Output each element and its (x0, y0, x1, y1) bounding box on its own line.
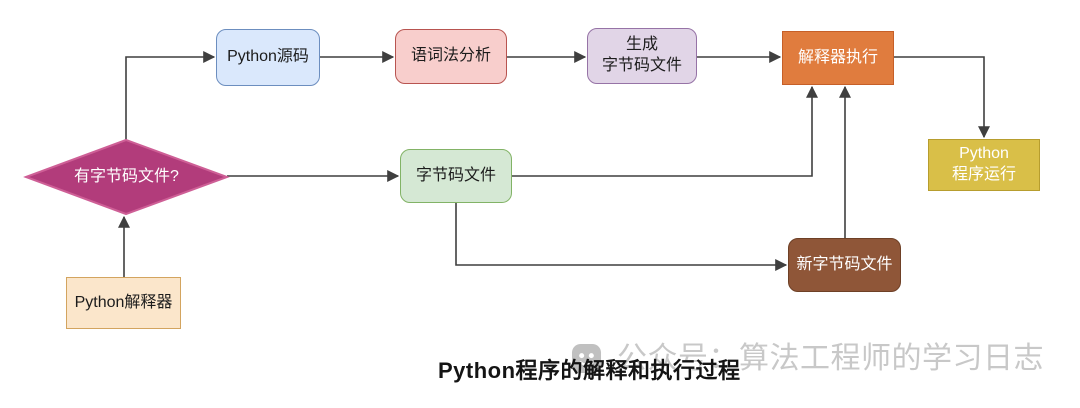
diagram-title: Python程序的解释和执行过程 (438, 358, 741, 383)
edge-bytecode-to-newbytecode (455, 203, 788, 271)
edge-bytecode-to-exec (512, 85, 818, 177)
edge-decision-to-source (125, 51, 216, 140)
node-generate-bytecode: 生成 字节码文件 (587, 28, 697, 84)
edge-exec-to-run (894, 56, 990, 139)
watermark-text: 公众号：算法工程师的学习日志 (617, 341, 1044, 375)
node-python-run: Python 程序运行 (928, 139, 1040, 191)
node-lexical-analysis: 语词法分析 (395, 29, 507, 84)
node-bytecode-file: 字节码文件 (400, 149, 512, 203)
node-python-source: Python源码 (216, 29, 320, 86)
smiley-face-icon (571, 343, 602, 374)
node-new-bytecode-file: 新字节码文件 (788, 238, 901, 292)
node-interpreter-exec: 解释器执行 (782, 31, 894, 85)
node-python-interpreter: Python解释器 (66, 277, 181, 329)
watermark: 公众号：算法工程师的学习日志 (571, 343, 1044, 374)
node-decision: 有字节码文件? (74, 167, 179, 185)
